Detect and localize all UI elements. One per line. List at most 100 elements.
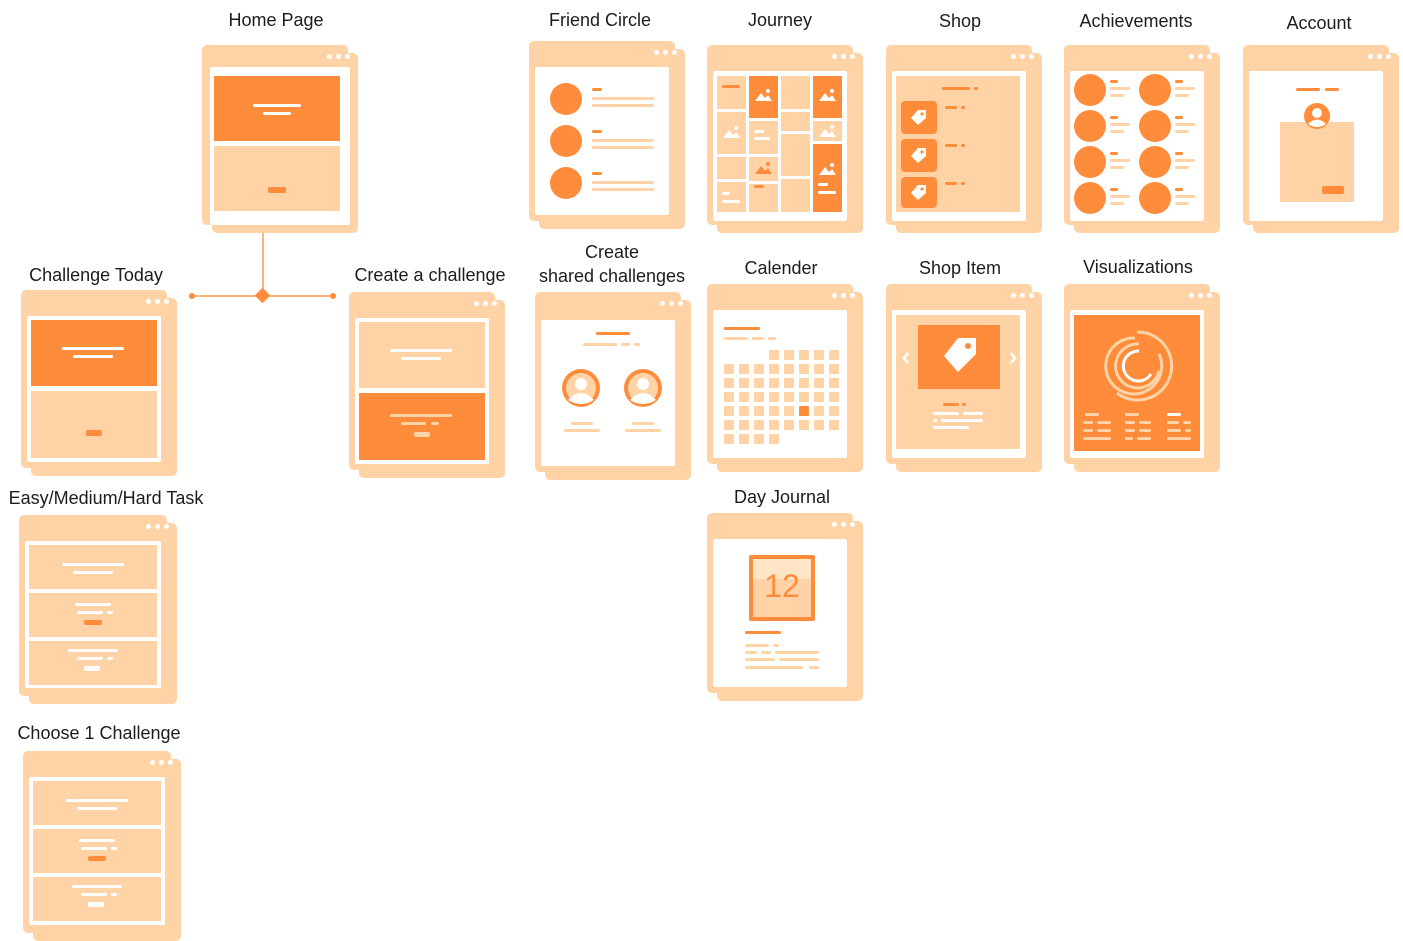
achievement-badge [1139,110,1171,142]
calendar-day[interactable] [724,378,734,388]
label-shop: Shop [938,11,982,31]
image-icon [755,162,772,174]
create-challenge-card[interactable] [349,292,505,478]
calendar-day[interactable] [724,420,734,430]
calendar-day[interactable] [814,406,824,416]
tag-icon [911,185,926,200]
calendar-day[interactable] [829,378,839,388]
label-shop-item: Shop Item [918,258,1002,278]
calendar-day[interactable] [784,392,794,402]
calendar-day[interactable] [724,392,734,402]
label-achievements: Achievements [1079,11,1193,31]
journey-card[interactable] [707,45,863,233]
progress-arcs-icon [1104,330,1174,402]
calendar-day[interactable] [739,434,749,444]
calendar-day[interactable] [784,364,794,374]
calendar-day[interactable] [724,434,734,444]
calendar-day[interactable] [739,378,749,388]
calendar-day[interactable] [754,420,764,430]
calendar-day[interactable] [799,378,809,388]
shop-card[interactable] [886,45,1042,233]
label-home-page: Home Page [228,10,324,30]
calendar-day[interactable] [739,364,749,374]
calendar-day[interactable] [829,420,839,430]
calendar-day[interactable] [754,434,764,444]
achievement-badge [1139,182,1171,214]
achievement-badge [1074,74,1106,106]
calendar-day[interactable] [799,364,809,374]
image-icon [819,125,836,137]
account-card[interactable] [1243,45,1399,233]
achievement-badge [1074,182,1106,214]
calendar-day[interactable] [769,406,779,416]
label-day-journal: Day Journal [733,487,831,507]
achievement-badge [1139,74,1171,106]
calendar-day[interactable] [829,364,839,374]
calendar-day[interactable] [799,350,809,360]
calendar-day[interactable] [784,420,794,430]
label-friend-circle: Friend Circle [548,10,652,30]
calendar-day[interactable] [754,364,764,374]
calendar-day[interactable] [754,378,764,388]
label-choose-challenge: Choose 1 Challenge [17,723,181,743]
label-account: Account [1286,13,1352,33]
user-icon [562,369,600,407]
calendar-day[interactable] [814,350,824,360]
connector-diamond [254,287,271,304]
calendar-day[interactable] [799,420,809,430]
image-icon [723,126,740,138]
connector-dot [189,293,195,299]
calendar-day[interactable] [769,364,779,374]
home-page-card[interactable] [202,45,358,233]
achievement-badge [1074,146,1106,178]
create-shared-card[interactable] [535,292,691,480]
calendar-day[interactable] [754,406,764,416]
visualizations-card[interactable] [1064,284,1220,472]
calendar-day[interactable] [814,364,824,374]
user-icon [1304,103,1330,129]
chevron-right-icon[interactable] [1009,352,1017,364]
calendar-day[interactable] [724,406,734,416]
calendar-day[interactable] [769,434,779,444]
calendar-day[interactable] [814,378,824,388]
tag-icon [911,148,926,163]
calendar-day[interactable] [784,378,794,388]
label-easy-medium-hard: Easy/Medium/Hard Task [8,488,204,508]
calendar-day[interactable] [769,378,779,388]
calendar-day[interactable] [784,350,794,360]
day-journal-card[interactable]: 12 [707,513,863,701]
label-challenge-today: Challenge Today [29,265,163,285]
calendar-day[interactable] [829,406,839,416]
calendar-day[interactable] [814,392,824,402]
calender-card[interactable] [707,284,863,472]
calendar-day[interactable] [799,392,809,402]
achievement-badge [1074,110,1106,142]
challenge-today-card[interactable] [21,290,177,476]
image-icon [755,89,772,101]
easy-medium-hard-card[interactable] [19,515,177,704]
calendar-day[interactable] [739,392,749,402]
calendar-day[interactable] [784,406,794,416]
user-icon [624,369,662,407]
calendar-day[interactable] [754,392,764,402]
calendar-day[interactable] [739,406,749,416]
chevron-left-icon[interactable] [902,352,910,364]
label-visualizations: Visualizations [1083,257,1193,277]
calendar-day[interactable] [739,420,749,430]
achievement-badge [1139,146,1171,178]
calendar-day[interactable] [829,392,839,402]
calendar-day[interactable] [769,350,779,360]
tag-icon [944,338,976,372]
friend-circle-card[interactable] [529,41,685,229]
calendar-day[interactable] [814,420,824,430]
calendar-day[interactable] [724,364,734,374]
label-create-shared: Create shared challenges [538,242,686,286]
calendar-day[interactable] [769,420,779,430]
calendar-day[interactable] [829,350,839,360]
calendar-day[interactable] [769,392,779,402]
calendar-day[interactable] [799,406,809,416]
achievements-card[interactable] [1064,45,1220,233]
shop-item-card[interactable] [886,284,1042,472]
choose-challenge-card[interactable] [23,751,181,941]
